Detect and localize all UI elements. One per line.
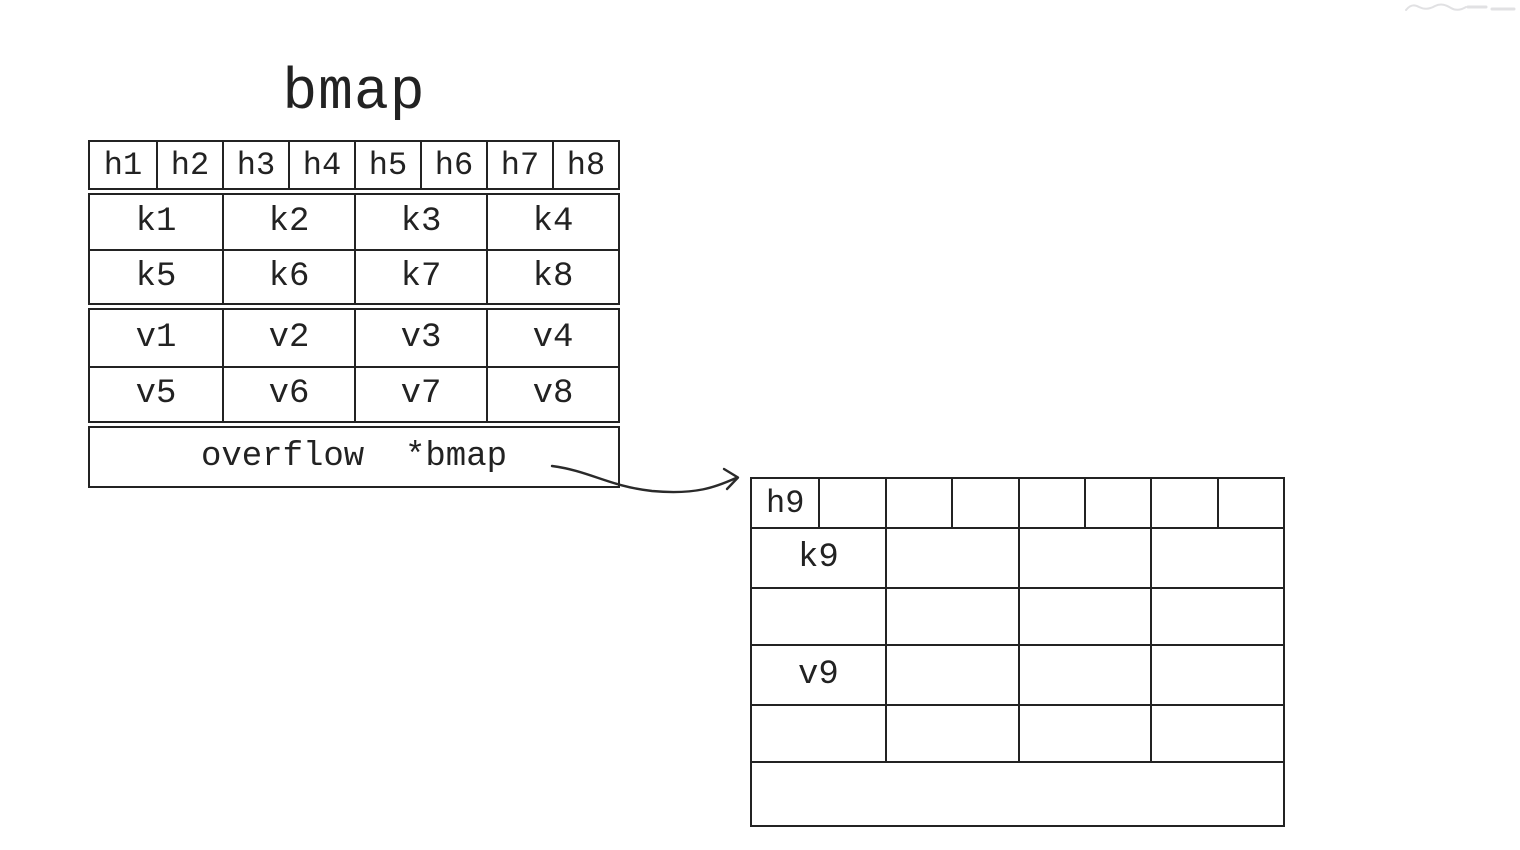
bmap-key-cell: k8 <box>486 249 618 303</box>
watermark-smudge <box>1405 3 1516 11</box>
bmap-key-cell: k6 <box>222 249 354 303</box>
bmap-key-cell: k5 <box>90 249 222 303</box>
bucket-header-cell: h9 <box>765 484 805 522</box>
bucket-value-cell <box>884 646 1018 704</box>
bucket-key-cell <box>1150 529 1283 587</box>
bmap-value-cell: v3 <box>354 310 486 366</box>
bucket-value-cell <box>1150 646 1283 704</box>
bucket-header-cell <box>818 479 884 527</box>
bucket-header-cell <box>951 479 1017 527</box>
bucket-key-cell <box>1150 586 1283 644</box>
bmap-value-cell: v5 <box>90 365 222 422</box>
bucket-header-cell <box>884 479 951 527</box>
bmap-header-cell: h5 <box>354 142 420 188</box>
bmap-value-cell: v2 <box>222 310 354 366</box>
bmap-values-block: v1 v2 v3 v4 v5 v6 v7 v8 <box>88 308 620 423</box>
bucket-value-cell: v9 <box>797 655 839 694</box>
bucket-header-cell <box>1017 479 1084 527</box>
bmap-overflow-pointer-label: overflow *bmap <box>200 438 508 476</box>
bmap-value-cell: v8 <box>486 365 618 421</box>
bucket-value-cell <box>1150 703 1283 761</box>
bmap-header-cell: h6 <box>420 142 486 188</box>
bucket-header-cell <box>1216 479 1283 527</box>
bmap-value-cell: v4 <box>486 310 618 366</box>
bmap-key-cell: k1 <box>135 203 177 241</box>
bmap-key-cell: k3 <box>354 195 486 249</box>
bmap-header-cell: h7 <box>486 142 552 188</box>
bmap-value-cell: v7 <box>354 365 486 421</box>
bmap-header-cell: h8 <box>552 142 618 188</box>
diagram-title: bmap <box>282 61 426 126</box>
bmap-header-cell: h4 <box>288 142 354 188</box>
bmap-key-cell: k4 <box>486 195 618 249</box>
bucket-value-cell <box>1017 646 1151 704</box>
bucket-key-cell <box>1017 586 1151 644</box>
bucket-overflow-label <box>752 763 1283 825</box>
bmap-key-cell: k7 <box>354 249 486 303</box>
bmap-header-cell: h1 <box>103 146 143 184</box>
bmap-value-cell: v1 <box>135 318 177 357</box>
bucket-keys-block: k9 <box>750 527 1285 646</box>
bucket-key-cell <box>752 586 885 645</box>
bucket-overflow-row <box>750 761 1285 827</box>
bucket-values-block: v9 <box>750 644 1285 763</box>
bmap-header-cell: h2 <box>156 142 222 188</box>
bmap-value-cell: v6 <box>222 365 354 421</box>
bucket-header-cell <box>1150 479 1216 527</box>
bucket-key-cell <box>884 586 1018 644</box>
bmap-key-cell: k2 <box>222 195 354 249</box>
bmap-header-cell: h3 <box>222 142 288 188</box>
bucket-key-cell <box>884 529 1018 587</box>
bmap-overflow-row: overflow *bmap <box>88 426 620 488</box>
bucket-value-cell <box>1017 703 1151 761</box>
bucket-value-cell <box>752 703 885 762</box>
bmap-keys-block: k1 k2 k3 k4 k5 k6 k7 k8 <box>88 193 620 305</box>
bucket-header-cell <box>1083 479 1150 527</box>
bucket-key-cell <box>1017 529 1151 587</box>
bmap-header-row: h1 h2 h3 h4 h5 h6 h7 h8 <box>88 140 620 190</box>
bucket-header-row: h9 <box>750 477 1285 529</box>
bucket-key-cell: k9 <box>797 538 839 577</box>
bucket-value-cell <box>884 703 1018 761</box>
